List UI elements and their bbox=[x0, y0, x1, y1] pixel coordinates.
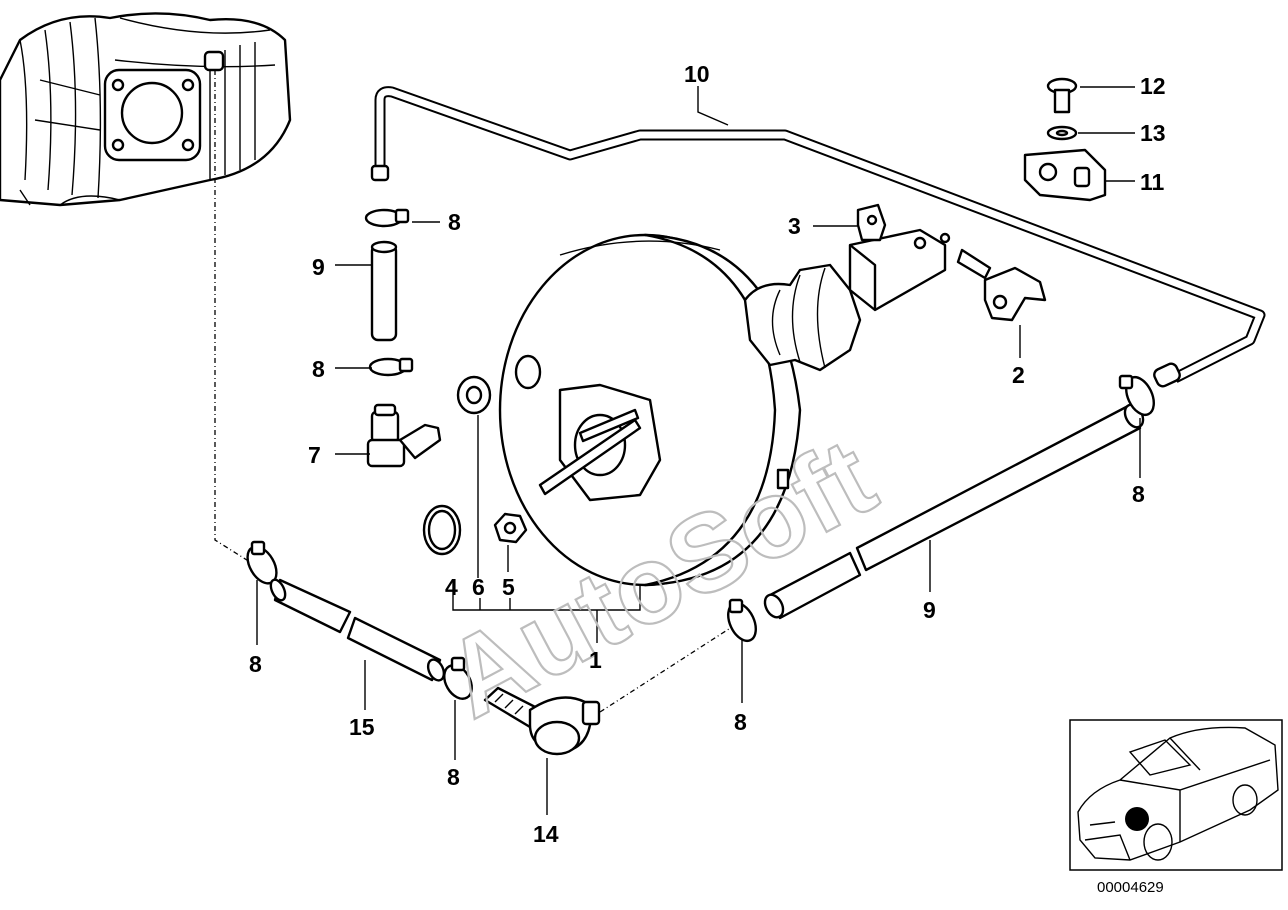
label-4: 4 bbox=[445, 574, 458, 600]
locator-inset bbox=[1069, 719, 1283, 871]
label-7: 7 bbox=[308, 442, 321, 468]
hose-clamp-upper bbox=[364, 208, 410, 228]
label-5: 5 bbox=[502, 574, 515, 600]
label-1: 1 bbox=[589, 647, 602, 673]
elbow-connector bbox=[483, 686, 601, 756]
location-marker bbox=[1125, 807, 1149, 831]
label-8-bottom: 8 bbox=[447, 764, 460, 790]
booster-boot bbox=[743, 263, 862, 372]
check-valve bbox=[366, 403, 442, 468]
part-labels: 1 2 3 4 5 6 7 8 8 8 8 8 8 9 9 10 11 12 1… bbox=[249, 61, 1166, 847]
seal-ring bbox=[422, 504, 462, 556]
label-9-upper: 9 bbox=[312, 254, 325, 280]
connector-line-manifold bbox=[214, 70, 251, 563]
label-9-lower: 9 bbox=[923, 597, 936, 623]
label-14: 14 bbox=[533, 821, 559, 847]
reference-number: 00004629 bbox=[1097, 879, 1164, 896]
hose-clamp-lower-left bbox=[443, 656, 473, 700]
label-8-right: 8 bbox=[1132, 481, 1145, 507]
retaining-clip bbox=[856, 203, 887, 242]
leader-lines bbox=[256, 86, 1141, 815]
label-8-lower-right: 8 bbox=[734, 709, 747, 735]
label-12: 12 bbox=[1140, 73, 1166, 99]
label-15: 15 bbox=[349, 714, 375, 740]
label-8-middle: 8 bbox=[312, 356, 325, 382]
holder bbox=[1023, 148, 1107, 202]
grommet bbox=[456, 375, 492, 415]
label-10: 10 bbox=[684, 61, 710, 87]
label-11: 11 bbox=[1140, 169, 1165, 195]
hex-nut bbox=[493, 512, 528, 544]
hose-clamp-right bbox=[1118, 374, 1155, 417]
label-2: 2 bbox=[1012, 362, 1025, 388]
hose-clamp-middle bbox=[368, 357, 414, 377]
short-hose bbox=[370, 240, 398, 342]
label-8-left: 8 bbox=[249, 651, 262, 677]
connector-line-elbow bbox=[599, 624, 736, 713]
intake-manifold bbox=[0, 12, 292, 207]
vacuum-line bbox=[370, 86, 1266, 388]
label-6: 6 bbox=[472, 574, 485, 600]
clevis-pin bbox=[956, 248, 1047, 322]
hose-15 bbox=[269, 578, 446, 682]
clevis bbox=[848, 228, 951, 312]
brake-booster bbox=[498, 233, 802, 587]
label-3: 3 bbox=[788, 213, 801, 239]
bolt bbox=[1046, 77, 1078, 114]
car-outline bbox=[1077, 726, 1279, 861]
label-13: 13 bbox=[1140, 120, 1166, 146]
washer bbox=[1046, 125, 1078, 141]
hose-clamp-lower-right bbox=[727, 598, 757, 643]
label-8-upper: 8 bbox=[448, 209, 461, 235]
